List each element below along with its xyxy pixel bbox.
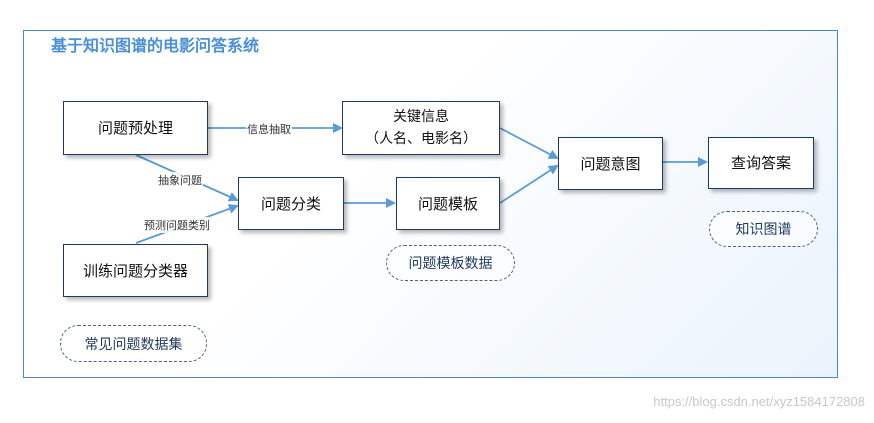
node-train-classifier: 训练问题分类器 bbox=[63, 244, 208, 297]
arrow-template-to-intent bbox=[499, 164, 559, 204]
watermark-text: https://blog.csdn.net/xyz1584172808 bbox=[653, 394, 865, 409]
diagram-title: 基于知识图谱的电影问答系统 bbox=[50, 36, 259, 55]
datasource-template-data-label: 问题模板数据 bbox=[408, 256, 493, 272]
node-key-info-line2: （人名、电影名） bbox=[365, 131, 477, 147]
datasource-knowledge-graph-label: 知识图谱 bbox=[735, 222, 792, 238]
node-query-answer: 查询答案 bbox=[708, 137, 814, 189]
node-question-classify-label: 问题分类 bbox=[260, 194, 321, 213]
node-question-template-label: 问题模板 bbox=[417, 194, 478, 213]
node-query-answer-label: 查询答案 bbox=[730, 154, 791, 172]
datasource-knowledge-graph: 知识图谱 bbox=[709, 211, 818, 247]
node-question-preprocess-label: 问题预处理 bbox=[97, 119, 173, 137]
node-key-info: 关键信息 （人名、电影名） bbox=[342, 101, 500, 155]
node-train-classifier-label: 训练问题分类器 bbox=[82, 261, 188, 280]
datasource-template-data: 问题模板数据 bbox=[386, 245, 515, 281]
node-question-intent: 问题意图 bbox=[558, 137, 663, 190]
node-key-info-line1: 关键信息 bbox=[393, 109, 449, 125]
arrow-keyinfo-to-intent bbox=[499, 127, 559, 159]
node-question-preprocess: 问题预处理 bbox=[63, 101, 208, 155]
datasource-question-dataset: 常见问题数据集 bbox=[60, 325, 207, 362]
edge-label-abstract-question: 抽象问题 bbox=[157, 172, 203, 188]
node-question-intent-label: 问题意图 bbox=[580, 154, 641, 173]
datasource-question-dataset-label: 常见问题数据集 bbox=[84, 336, 183, 353]
edge-label-extract-info: 信息抽取 bbox=[246, 121, 292, 137]
edge-label-predict-category: 预测问题类别 bbox=[143, 217, 211, 233]
node-question-template: 问题模板 bbox=[396, 177, 500, 230]
node-question-classify: 问题分类 bbox=[238, 177, 344, 230]
